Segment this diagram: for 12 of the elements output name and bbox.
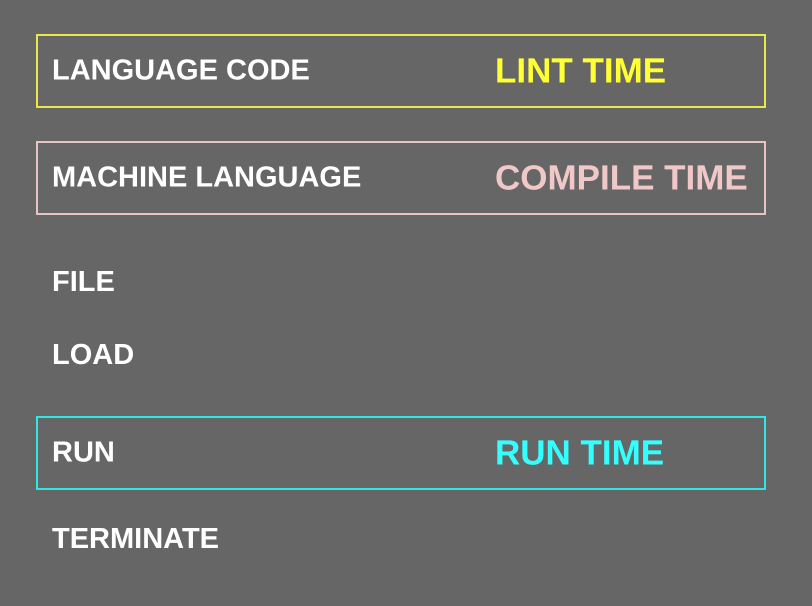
time-box bbox=[36, 141, 766, 215]
time-label: RUN TIME bbox=[495, 436, 664, 470]
stage-label: FILE bbox=[52, 268, 115, 297]
stage-label: MACHINE LANGUAGE bbox=[52, 164, 362, 192]
time-box bbox=[36, 34, 766, 108]
stage-label: RUN bbox=[52, 438, 115, 468]
time-label: LINT TIME bbox=[495, 54, 666, 88]
stage-label: LANGUAGE CODE bbox=[52, 56, 310, 86]
time-box bbox=[36, 416, 766, 490]
stage-label: LOAD bbox=[52, 341, 134, 370]
stage-label: TERMINATE bbox=[52, 525, 220, 554]
time-label: COMPILE TIME bbox=[495, 160, 748, 196]
